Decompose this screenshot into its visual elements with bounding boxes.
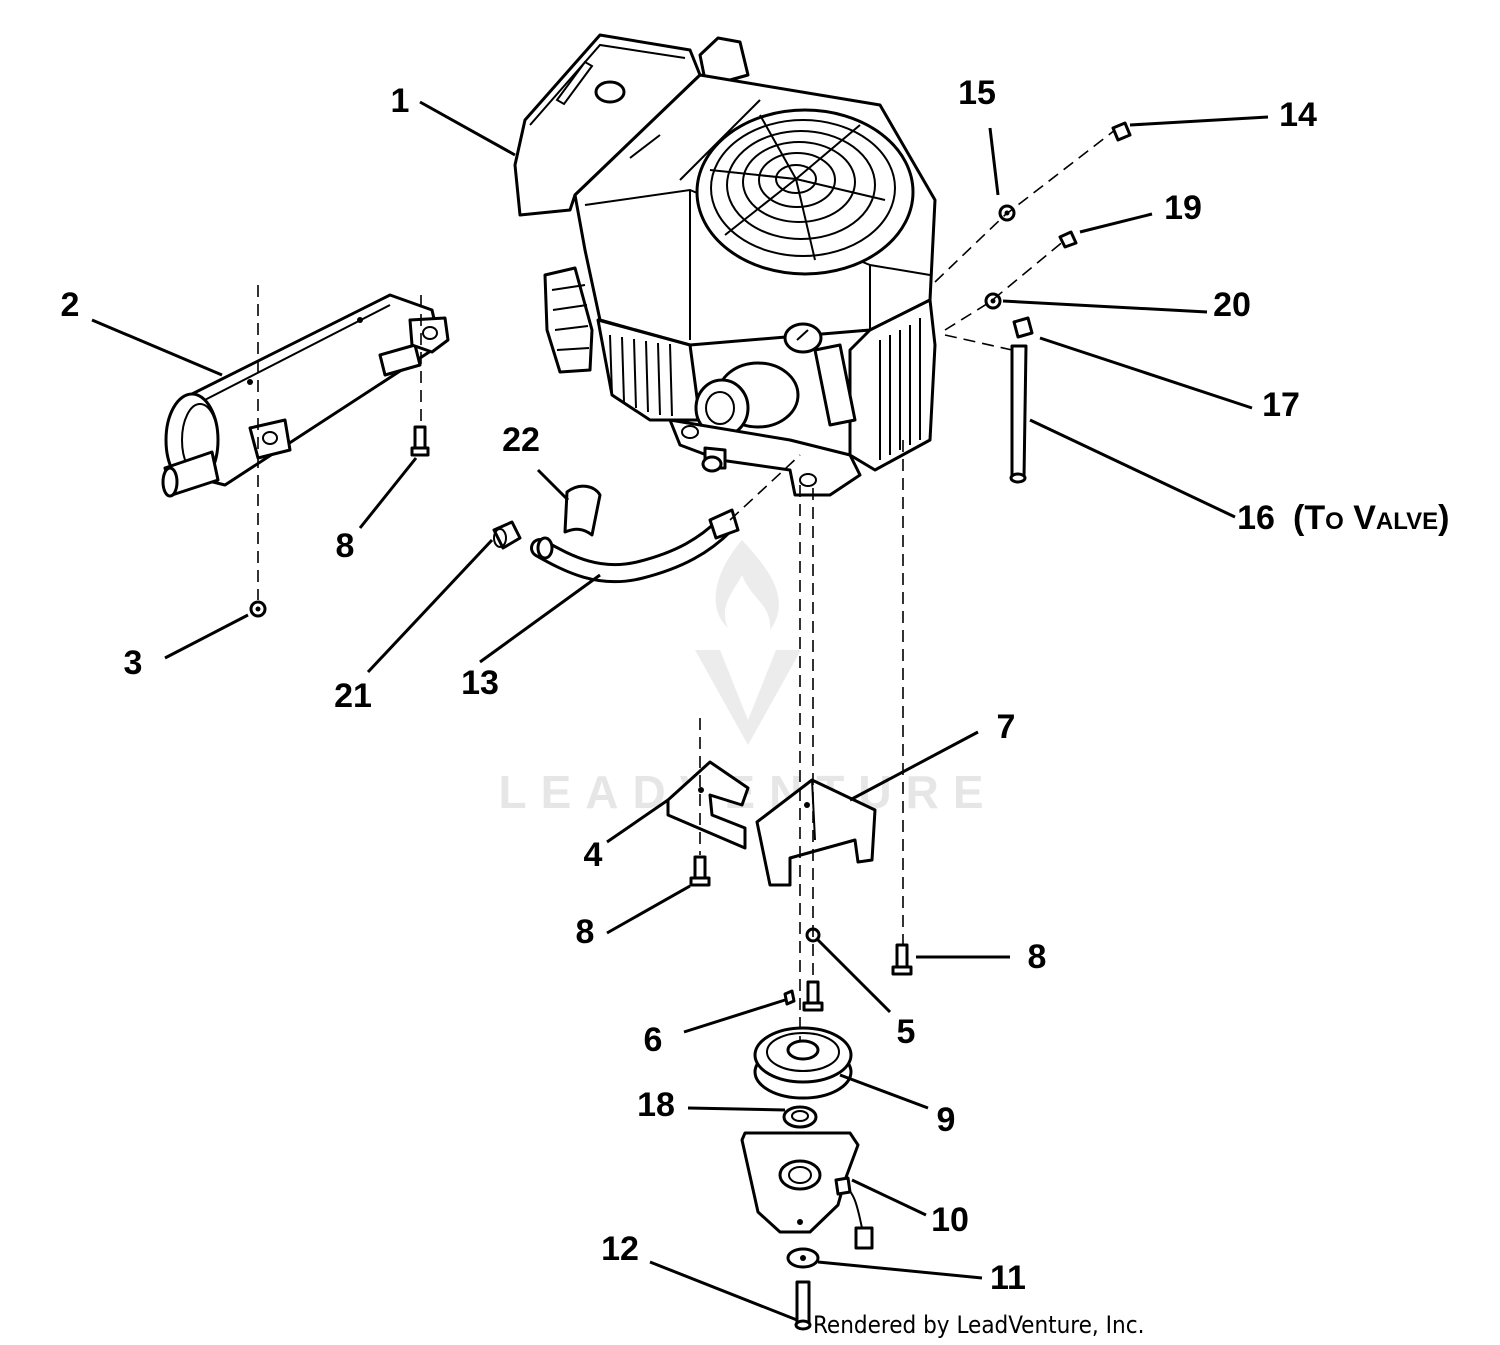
drain-tube-16 bbox=[1009, 344, 1028, 484]
callout-15: 15 bbox=[958, 74, 996, 112]
callout-22: 22 bbox=[502, 421, 540, 459]
callout-7: 7 bbox=[997, 708, 1016, 746]
centerlines bbox=[257, 129, 1116, 1040]
nut-3 bbox=[249, 600, 267, 618]
callout-4: 4 bbox=[584, 836, 603, 874]
rendered-by-credit: Rendered by LeadVenture, Inc. bbox=[813, 1311, 1144, 1339]
bolt-8d bbox=[802, 980, 824, 1012]
hose-13 bbox=[530, 508, 740, 584]
engine bbox=[513, 33, 937, 497]
shield-7 bbox=[755, 778, 877, 887]
leader-lines bbox=[91, 100, 1269, 1322]
callout-9: 9 bbox=[937, 1101, 956, 1139]
callout-20: 20 bbox=[1213, 286, 1251, 324]
muffler bbox=[161, 293, 450, 498]
callout-8-right: 8 bbox=[1028, 938, 1047, 976]
spacer-18 bbox=[782, 1105, 818, 1129]
fitting-21 bbox=[492, 520, 522, 550]
bolt-12 bbox=[794, 1280, 812, 1331]
bolt-8c bbox=[891, 943, 913, 976]
callout-18: 18 bbox=[637, 1086, 675, 1124]
callout-2: 2 bbox=[61, 286, 80, 324]
callout-labels: 1 2 3 4 5 6 7 8 8 8 8 9 10 11 12 13 14 1… bbox=[61, 74, 1450, 1297]
bracket-4 bbox=[666, 760, 750, 850]
leadventure-watermark: LEADVENTURE bbox=[498, 540, 984, 818]
callout-12: 12 bbox=[601, 1230, 639, 1268]
callout-17: 17 bbox=[1262, 386, 1300, 424]
clutch-10 bbox=[740, 1131, 874, 1250]
key-6 bbox=[783, 989, 796, 1006]
callout-10: 10 bbox=[931, 1201, 969, 1239]
washer-11 bbox=[786, 1247, 820, 1269]
callout-8-bracket: 8 bbox=[576, 913, 595, 951]
clip-22 bbox=[563, 484, 602, 537]
pulley-9 bbox=[753, 1026, 853, 1100]
elbow-14 bbox=[1111, 121, 1132, 142]
callout-1: 1 bbox=[391, 82, 410, 120]
callout-16: 16 bbox=[1237, 499, 1275, 537]
callout-21: 21 bbox=[334, 677, 372, 715]
bolt-8a bbox=[410, 425, 430, 457]
callout-6: 6 bbox=[644, 1021, 663, 1059]
callout-3: 3 bbox=[124, 644, 143, 682]
bolt-8b bbox=[689, 855, 711, 887]
elbow-19 bbox=[1058, 230, 1078, 249]
callout-11: 11 bbox=[990, 1259, 1026, 1297]
cap-17 bbox=[1012, 316, 1034, 339]
to-valve-note: (To Valve) bbox=[1293, 499, 1449, 537]
callout-5: 5 bbox=[897, 1013, 916, 1051]
callout-19: 19 bbox=[1164, 189, 1202, 227]
callout-13: 13 bbox=[461, 664, 499, 702]
callout-14: 14 bbox=[1279, 96, 1317, 134]
callout-8-muffler: 8 bbox=[336, 527, 355, 565]
